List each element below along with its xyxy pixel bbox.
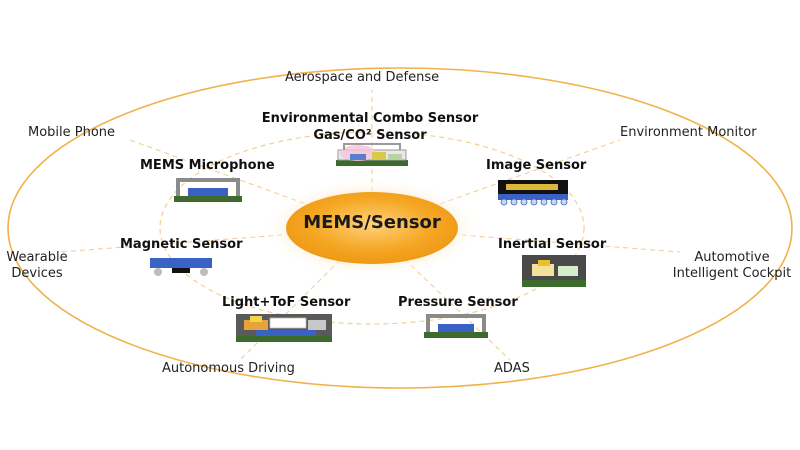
app-automotive-line1: Automotive: [694, 250, 770, 265]
pressure-sensor-chip-icon: [424, 314, 488, 338]
inertial-sensor-chip-icon: [522, 255, 586, 287]
magnetic-sensor-chip-icon: [150, 258, 212, 276]
environmental-sensor-chip-icon: [336, 143, 408, 166]
app-mobile-phone: Mobile Phone: [28, 125, 116, 140]
outer-ring: [7, 67, 793, 389]
sensor-environmental-line2: Gas/CO² Sensor: [313, 128, 427, 143]
sensor-magnetic: Magnetic Sensor: [120, 237, 243, 252]
center-node: [286, 192, 458, 264]
sensor-pressure: Pressure Sensor: [398, 295, 518, 310]
sensor-mems-microphone: MEMS Microphone: [140, 158, 275, 173]
inner-dashed-ring: [159, 131, 585, 325]
sensor-image: Image Sensor: [486, 158, 587, 173]
sensor-light-tof: Light+ToF Sensor: [222, 295, 351, 310]
center-label: MEMS/Sensor: [303, 212, 441, 233]
app-wearable-line2: Devices: [11, 266, 63, 281]
sensor-environmental-line1: Environmental Combo Sensor: [261, 111, 479, 126]
app-automotive-line2: Intelligent Cockpit: [672, 266, 792, 281]
app-autonomous-driving: Autonomous Driving: [162, 361, 295, 376]
app-adas: ADAS: [494, 361, 530, 376]
image-sensor-chip-icon: [498, 180, 568, 206]
app-aerospace-defense: Aerospace and Defense: [285, 70, 440, 85]
sensor-environmental-combo: Environmental Combo Sensor Gas/CO² Senso…: [252, 110, 488, 144]
app-wearable-devices: Wearable Devices: [4, 250, 70, 282]
app-automotive-cockpit: Automotive Intelligent Cockpit: [666, 250, 798, 282]
app-environment-monitor: Environment Monitor: [620, 125, 757, 140]
light-tof-sensor-chip-icon: [236, 314, 332, 342]
mems-microphone-chip-icon: [174, 178, 242, 202]
app-wearable-line1: Wearable: [6, 250, 68, 265]
sensor-inertial: Inertial Sensor: [498, 237, 607, 252]
